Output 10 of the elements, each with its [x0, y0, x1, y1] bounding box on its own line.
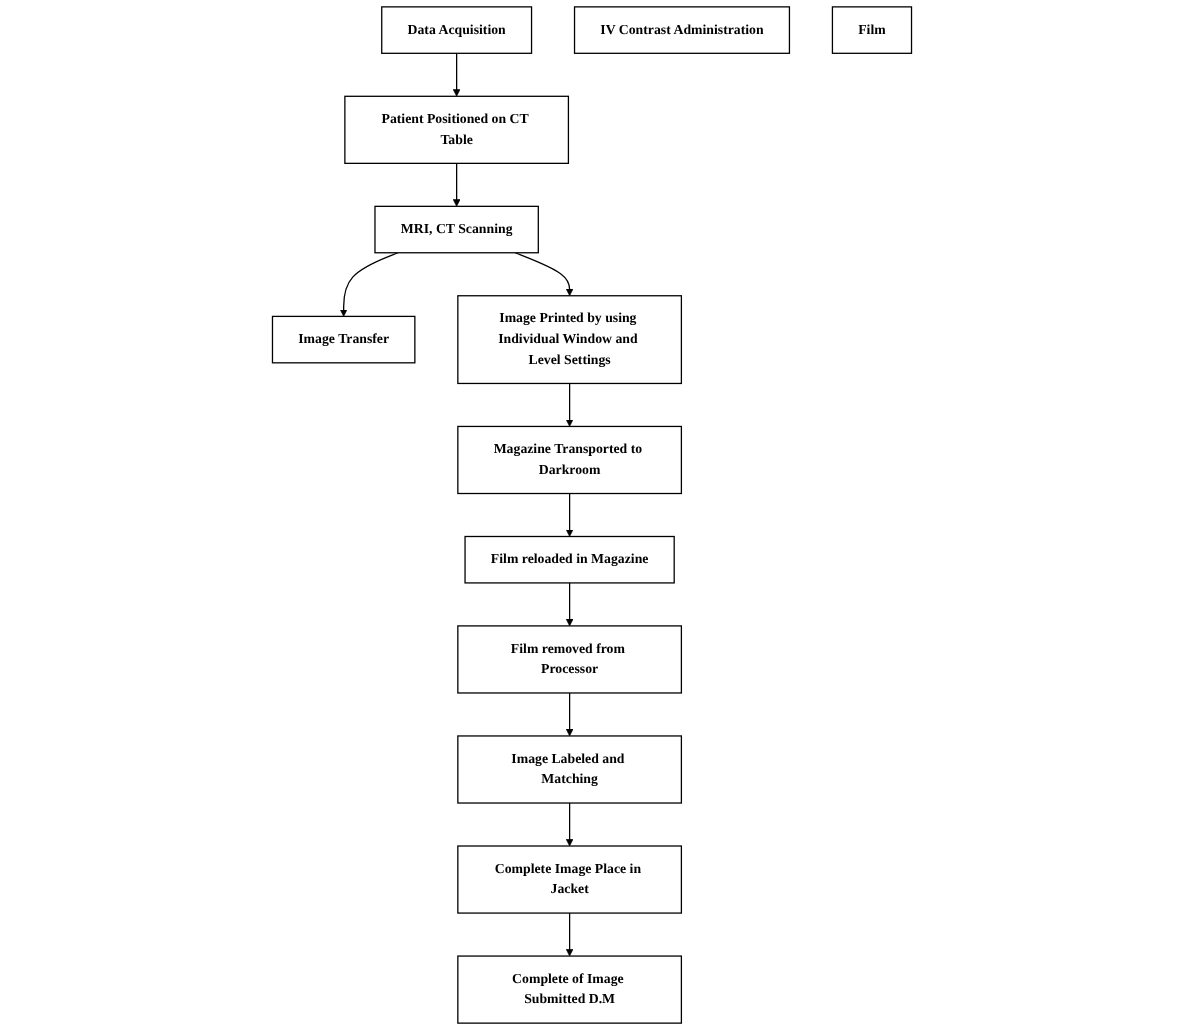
arrow: [565, 912, 574, 957]
arrow: [452, 162, 461, 207]
arrow: [565, 492, 574, 537]
arrow: [565, 692, 574, 737]
arrow: [565, 802, 574, 847]
arrow: [565, 582, 574, 627]
arrow: [565, 382, 574, 427]
arrow: [452, 52, 461, 97]
arrow: [339, 252, 399, 317]
arrow: [514, 252, 574, 297]
